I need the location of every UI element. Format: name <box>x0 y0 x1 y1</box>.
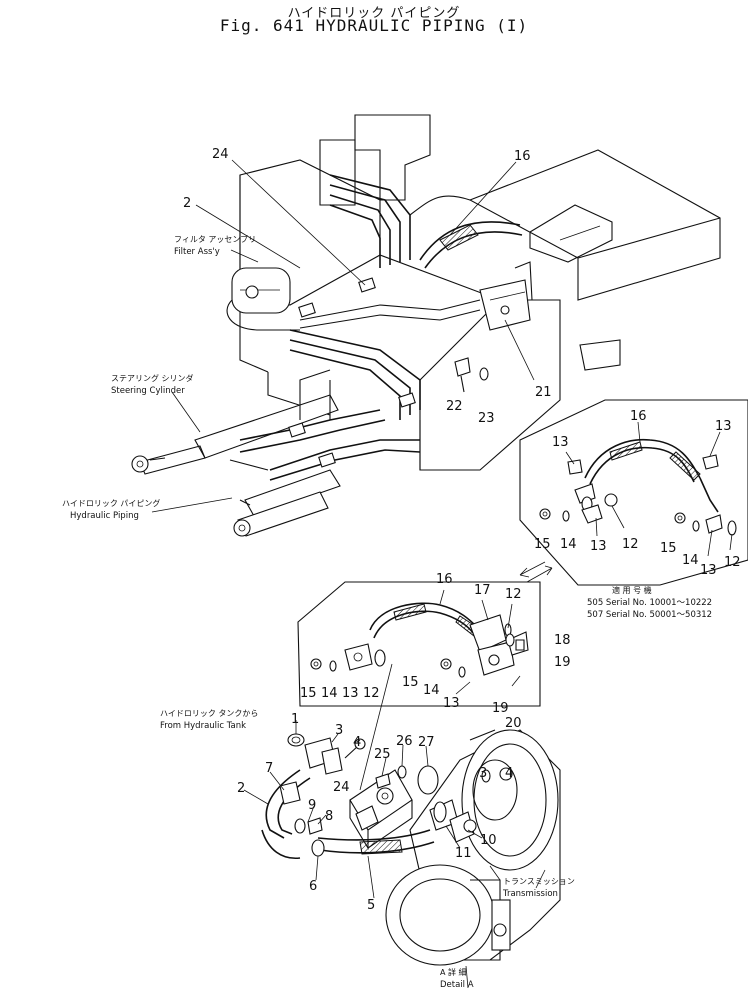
callout-22: 22 <box>446 399 463 414</box>
detail-label-jp: A 詳 細 <box>440 967 467 977</box>
callout-15-right-a: 15 <box>534 537 551 552</box>
callout-27: 27 <box>418 735 435 750</box>
callout-15-mid-a: 15 <box>402 675 419 690</box>
callout-inset-middle: 16 17 12 18 19 15 14 13 12 15 14 13 19 2… <box>300 572 571 731</box>
serial-range-507: 507 Serial No. 50001～50312 <box>587 610 712 620</box>
callout-8: 8 <box>325 809 333 824</box>
tank-label: From Hydraulic Tank <box>160 721 246 731</box>
callout-12-mid-b: 12 <box>363 686 380 701</box>
serial-inset-right <box>519 399 748 586</box>
callout-9: 9 <box>308 798 316 813</box>
callout-2-main: 2 <box>183 196 191 211</box>
callout-7: 7 <box>265 761 273 776</box>
callout-21: 21 <box>535 385 552 400</box>
callout-14-right-a: 14 <box>560 537 577 552</box>
callout-main: 24 16 2 22 23 21 <box>183 147 552 426</box>
tank-label-jp: ハイドロリック タンクから <box>160 709 258 718</box>
callout-4-detail-a: 4 <box>353 735 361 750</box>
callout-13-right-c: 13 <box>590 539 607 554</box>
callout-19-mid-b: 19 <box>492 701 509 716</box>
callout-3-detail-b: 3 <box>479 766 487 781</box>
callout-12-right-b: 12 <box>724 555 741 570</box>
callout-19-mid-a: 19 <box>554 655 571 670</box>
callout-14-mid-a: 14 <box>423 683 440 698</box>
callout-23: 23 <box>478 411 495 426</box>
serial-heading: 適 用 号 機 <box>612 585 652 595</box>
detail-a-drawing <box>243 720 561 989</box>
drawing-text-labels: フィルタ アッセンブリ Filter Ass'y ステアリング シリンダ Ste… <box>62 234 712 990</box>
title-japanese: ハイドロリック パイピング <box>287 6 461 21</box>
callout-26: 26 <box>396 734 413 749</box>
callout-16-main: 16 <box>514 149 531 164</box>
callout-11: 11 <box>455 846 472 861</box>
transmission-label: Transmission <box>502 889 558 899</box>
transmission-label-jp: トランスミッション <box>503 877 575 886</box>
callout-13-mid-a: 13 <box>443 696 460 711</box>
steering-label: Steering Cylinder <box>111 386 185 396</box>
callout-10: 10 <box>480 833 497 848</box>
callout-14-mid-b: 14 <box>321 686 338 701</box>
callout-13-right-d: 13 <box>700 563 717 578</box>
callout-13-right-a: 13 <box>552 435 569 450</box>
main-assembly-drawing <box>131 114 721 537</box>
callout-1: 1 <box>291 712 299 727</box>
main-leader-lines <box>151 159 535 513</box>
callout-13-mid-b: 13 <box>342 686 359 701</box>
callout-3-detail-a: 3 <box>335 723 343 738</box>
filter-label-jp: フィルタ アッセンブリ <box>174 234 256 244</box>
serial-inset-middle <box>297 581 541 707</box>
callout-18: 18 <box>554 633 571 648</box>
piping-label: Hydraulic Piping <box>70 511 139 521</box>
callout-2-detail: 2 <box>237 781 245 796</box>
callout-24-detail: 24 <box>333 780 350 795</box>
callout-16-mid: 16 <box>436 572 453 587</box>
serial-range-505: 505 Serial No. 10001～10222 <box>587 598 712 608</box>
callout-detail: 1 3 4 7 2 25 26 27 24 9 8 6 5 3 4 10 11 <box>237 712 513 913</box>
callout-15-right-b: 15 <box>660 541 677 556</box>
callout-20: 20 <box>505 716 522 731</box>
callout-inset-right: 16 13 13 15 14 13 12 15 14 13 12 <box>534 409 741 578</box>
callout-15-mid-b: 15 <box>300 686 317 701</box>
steering-label-jp: ステアリング シリンダ <box>111 373 194 383</box>
callout-13-right-b: 13 <box>715 419 732 434</box>
callout-5: 5 <box>367 898 375 913</box>
filter-label: Filter Ass'y <box>174 247 220 257</box>
piping-label-jp: ハイドロリック パイピング <box>62 498 160 508</box>
callout-24-main: 24 <box>212 147 229 162</box>
callout-6: 6 <box>309 879 317 894</box>
callout-16-right: 16 <box>630 409 647 424</box>
callout-17: 17 <box>474 583 491 598</box>
callout-25: 25 <box>374 747 391 762</box>
callout-4-detail-b: 4 <box>505 766 513 781</box>
detail-label: Detail A <box>440 980 474 990</box>
callout-14-right-b: 14 <box>682 553 699 568</box>
detail-leader-line <box>359 663 393 791</box>
figure-title: Fig. 641 HYDRAULIC PIPING (I) <box>219 16 529 35</box>
inset-link-arrows <box>519 561 553 583</box>
callout-12-right-a: 12 <box>622 537 639 552</box>
callout-12-mid-a: 12 <box>505 587 522 602</box>
